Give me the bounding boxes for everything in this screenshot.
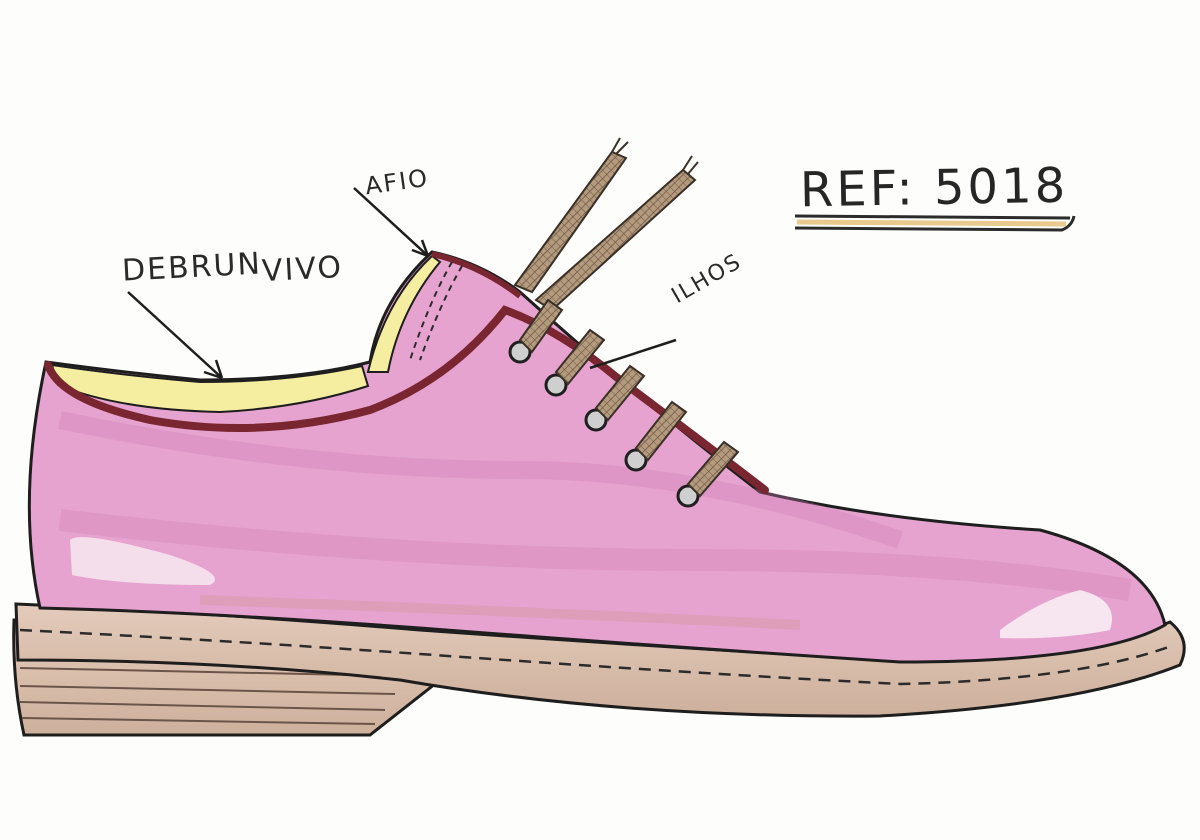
topline-piping — [44, 251, 769, 494]
lace-ends — [513, 137, 699, 312]
reference-underline — [794, 214, 1076, 232]
shoe-upper — [27, 250, 1167, 664]
annotation-vivo: VIVO — [261, 249, 344, 290]
reference-number: REF: 5018 — [799, 157, 1069, 219]
annotation-arrows — [127, 187, 677, 380]
annotation-debrum: DEBRUN — [121, 246, 263, 289]
sole — [14, 602, 1186, 718]
lining — [50, 254, 442, 414]
laces — [518, 298, 740, 498]
eyelets — [508, 340, 700, 508]
